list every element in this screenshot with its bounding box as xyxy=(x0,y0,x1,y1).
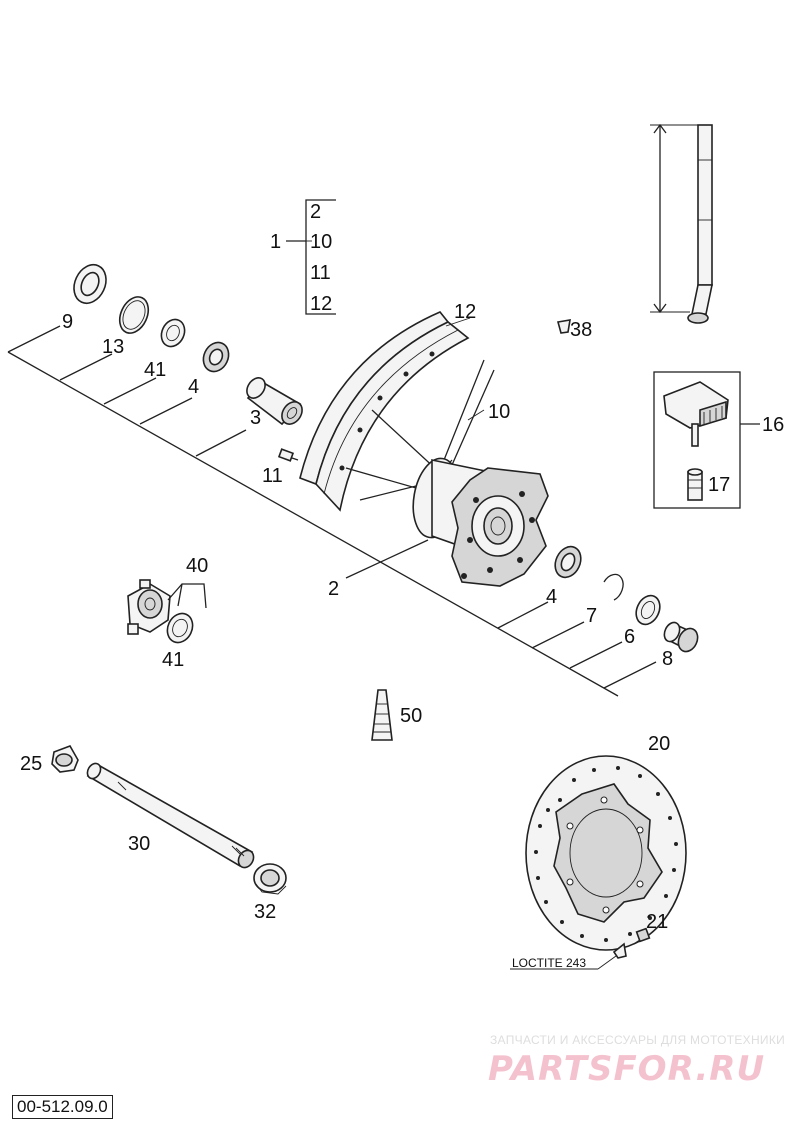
axle-clamp-nut-32[interactable] xyxy=(253,863,287,895)
upper-leader-line xyxy=(7,325,657,697)
callout-50[interactable]: 50 xyxy=(400,705,422,727)
rim-lock-16-box[interactable] xyxy=(653,371,760,509)
callout-1[interactable]: 1 xyxy=(270,231,281,253)
callout-30[interactable]: 30 xyxy=(128,833,150,855)
callout-41-upper[interactable]: 41 xyxy=(144,359,166,381)
disc-vent-holes xyxy=(534,766,678,942)
circlip-7[interactable] xyxy=(603,573,624,601)
brake-disc-20[interactable] xyxy=(525,755,687,951)
callout-12-group[interactable]: 12 xyxy=(310,293,332,315)
valve-stem-tool[interactable] xyxy=(687,124,713,324)
callout-20[interactable]: 20 xyxy=(648,733,670,755)
snap-ring-41-upper[interactable] xyxy=(157,316,189,351)
speedo-ring-41-lower[interactable] xyxy=(163,609,197,646)
catalog-code-label: 00-512.09.0 xyxy=(12,1095,113,1119)
disc-bolt-21[interactable] xyxy=(612,927,651,959)
callout-10-group[interactable]: 10 xyxy=(310,231,332,253)
callout-2[interactable]: 2 xyxy=(328,578,339,600)
rim-lock-nut-17[interactable] xyxy=(687,468,703,501)
watermark: ЗАПЧАСТИ И АКСЕССУАРЫ ДЛЯ МОТОТЕХНИКИ PA… xyxy=(488,1033,785,1089)
callout-9[interactable]: 9 xyxy=(62,311,73,333)
spoke-nipple-11[interactable] xyxy=(277,448,299,462)
seal-ring-9[interactable] xyxy=(68,260,112,309)
callout-17[interactable]: 17 xyxy=(708,474,730,496)
assembly-group-1: 1 2 10 11 12 xyxy=(270,199,336,315)
bearing-4-lower[interactable] xyxy=(550,542,585,581)
callout-8[interactable]: 8 xyxy=(662,648,673,670)
grease-tube-50[interactable] xyxy=(371,689,393,741)
seal-ring-6[interactable] xyxy=(632,592,665,628)
bearing-4-upper[interactable] xyxy=(199,338,233,375)
spacer-sleeve-3[interactable] xyxy=(243,374,306,428)
callout-4-lower[interactable]: 4 xyxy=(546,586,557,608)
o-ring-13[interactable] xyxy=(114,292,154,337)
loctite-annotation: LOCTITE 243 xyxy=(508,955,617,970)
valve-cap-38[interactable] xyxy=(556,319,571,334)
callout-2-group[interactable]: 2 xyxy=(310,201,321,223)
callout-6[interactable]: 6 xyxy=(624,626,635,648)
callout-10[interactable]: 10 xyxy=(488,401,510,423)
wheel-rim-12[interactable] xyxy=(299,311,470,512)
callout-40[interactable]: 40 xyxy=(186,555,208,577)
tube-valve-dimension xyxy=(650,123,700,314)
spacer-8[interactable] xyxy=(661,620,701,655)
wheel-hub-2[interactable] xyxy=(407,455,549,587)
callout-13[interactable]: 13 xyxy=(102,336,124,358)
watermark-tagline: ЗАПЧАСТИ И АКСЕССУАРЫ ДЛЯ МОТОТЕХНИКИ xyxy=(490,1033,785,1047)
callout-11[interactable]: 11 xyxy=(262,465,283,487)
callout-32[interactable]: 32 xyxy=(254,901,276,923)
speedo-drive-40[interactable] xyxy=(127,579,171,635)
loctite-label: LOCTITE 243 xyxy=(512,956,586,970)
callout-12[interactable]: 12 xyxy=(454,301,476,323)
callout-25[interactable]: 25 xyxy=(20,753,42,775)
callout-16[interactable]: 16 xyxy=(762,414,784,436)
callout-4-upper[interactable]: 4 xyxy=(188,376,199,398)
callout-38[interactable]: 38 xyxy=(570,319,592,341)
watermark-brand: PARTSFOR.RU xyxy=(488,1049,765,1089)
callout-41-lower[interactable]: 41 xyxy=(162,649,184,671)
callout-21[interactable]: 21 xyxy=(646,911,668,933)
axle-nut-25[interactable] xyxy=(51,745,79,773)
callout-7[interactable]: 7 xyxy=(586,605,597,627)
callout-11-group[interactable]: 11 xyxy=(310,262,331,284)
callout-3[interactable]: 3 xyxy=(250,407,261,429)
wheel-axle-30[interactable] xyxy=(85,761,257,870)
